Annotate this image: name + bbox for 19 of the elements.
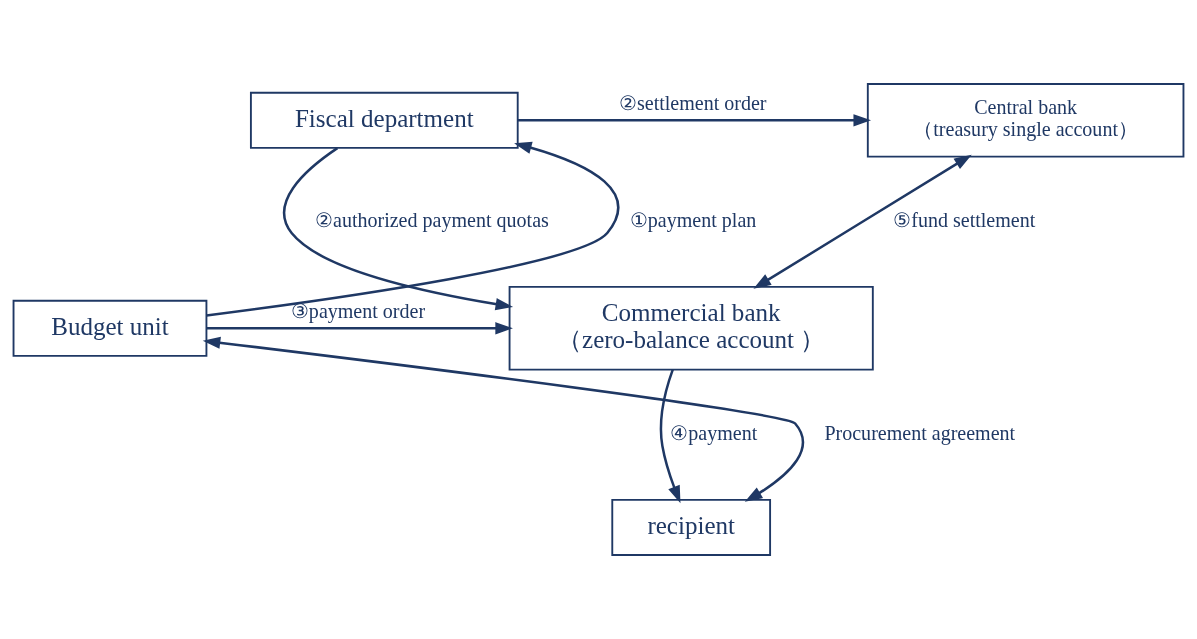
node-box: Budget unit [12,299,208,357]
node-box: Commercial bank （zero-balance account ） [508,286,874,371]
edge-label: ①payment plan [629,208,757,231]
arrow [517,114,872,127]
edge-label: ②settlement order [618,92,767,115]
edge-label: Procurement agreement [824,421,1016,444]
arrow [753,154,972,289]
edge-label: ②authorized payment quotas [314,208,549,231]
arrow [206,322,513,335]
node-box: Central bank （treasury single account） [866,83,1185,158]
node-box: Fiscal department [249,91,519,149]
edge-label: ④payment [670,421,758,444]
edge-label: ③payment order [290,300,426,322]
edge-label: ⑤fund settlement [893,208,1036,231]
arrow [206,141,620,317]
node-box: recipient [611,498,772,556]
arrow [202,336,805,502]
arrow [659,369,681,504]
arrow [283,147,514,311]
